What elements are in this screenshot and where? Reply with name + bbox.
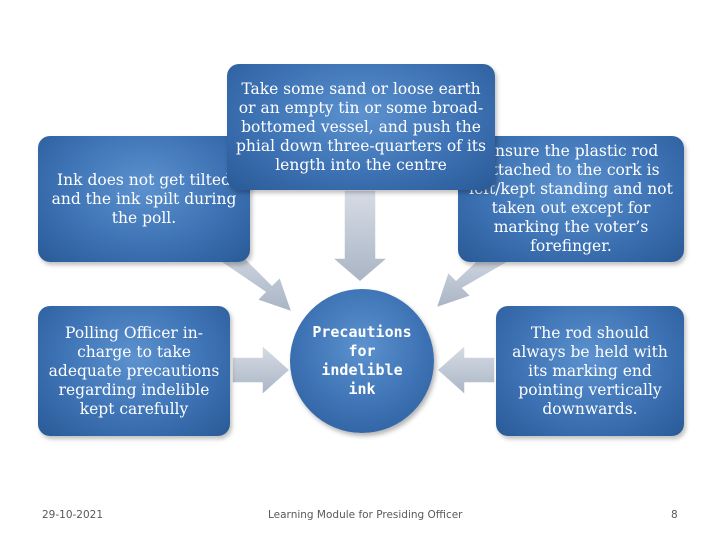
- node-center-text: Precautions for indelible ink: [312, 323, 412, 398]
- node-top-left-text: Ink does not get tilted and the ink spil…: [51, 170, 237, 227]
- node-top-center-text: Take some sand or loose earth or an empt…: [235, 79, 486, 174]
- arrow-left-right-box: [435, 343, 496, 397]
- footer-title: Learning Module for Presiding Officer: [268, 509, 463, 521]
- node-mid-right: The rod should always be held with its m…: [496, 306, 684, 436]
- node-mid-left: Polling Officer in-charge to take adequa…: [38, 306, 230, 436]
- node-mid-left-text: Polling Officer in-charge to take adequa…: [48, 323, 220, 418]
- arrow-down-center: [329, 189, 391, 283]
- node-top-right: Ensure the plastic rod attached to the c…: [458, 136, 684, 262]
- node-mid-right-text: The rod should always be held with its m…: [512, 323, 668, 418]
- footer-page-number: 8: [671, 509, 678, 521]
- node-top-center: Take some sand or loose earth or an empt…: [227, 64, 495, 190]
- node-center: Precautions for indelible ink: [290, 289, 434, 433]
- arrow-right-left-box: [231, 343, 292, 397]
- node-top-right-text: Ensure the plastic rod attached to the c…: [469, 142, 673, 255]
- footer-date: 29-10-2021: [42, 509, 104, 521]
- node-top-left: Ink does not get tilted and the ink spil…: [38, 136, 250, 262]
